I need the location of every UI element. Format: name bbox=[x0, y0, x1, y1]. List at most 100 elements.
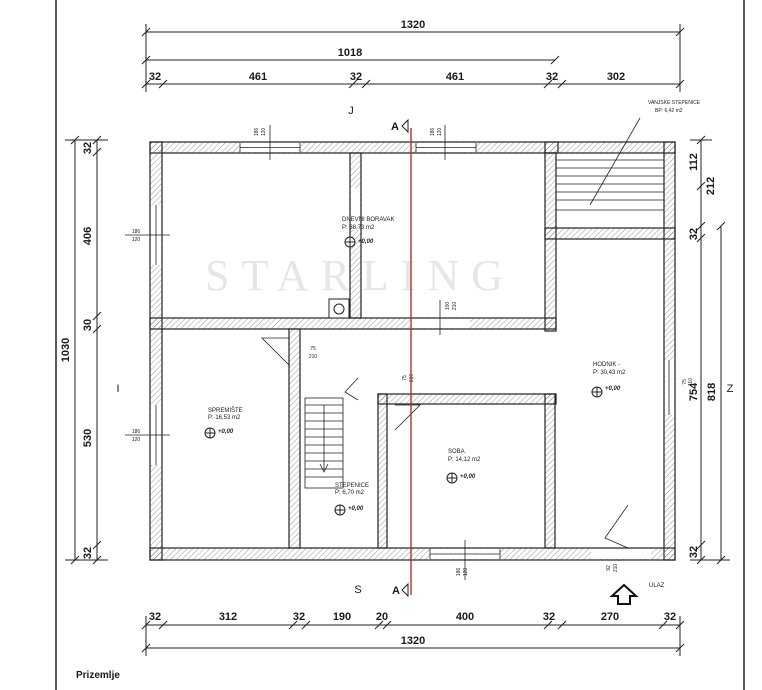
dim-bottom-row-6: 32 bbox=[543, 611, 555, 623]
dim-left-row-1: 406 bbox=[82, 227, 94, 245]
section-arrow-top bbox=[401, 118, 409, 134]
chimney bbox=[328, 298, 350, 319]
wall-outside-stair bbox=[544, 227, 676, 240]
dim-right-row: 112 212 32 754 32 bbox=[688, 153, 717, 558]
room-stepenice-level: +0,00 bbox=[348, 506, 364, 512]
room-stepenice: STEPENICE P: 6,70 m2 +0,00 bbox=[334, 483, 369, 516]
vanjske-name: VANJSKE STEPENICE bbox=[648, 100, 701, 106]
opening-inner-door-a: 100 bbox=[445, 302, 451, 311]
entrance-arrow-icon bbox=[609, 583, 639, 605]
opening-left-upper-b: 120 bbox=[132, 237, 141, 243]
dim-bottom-row-4: 20 bbox=[376, 611, 388, 623]
dim-top-row-0: 32 bbox=[149, 71, 161, 83]
section-mark-bottom: A bbox=[392, 585, 400, 597]
dim-bottom-row-2: 32 bbox=[293, 611, 305, 623]
window-markers bbox=[125, 125, 466, 580]
dim-top-row-1: 461 bbox=[249, 71, 267, 83]
internal-stairs bbox=[304, 397, 344, 489]
room-soba-name: SOBA bbox=[448, 449, 465, 455]
opening-right-window-b: 110 bbox=[688, 378, 694, 386]
wall-soba-left bbox=[377, 393, 388, 549]
room-spremiste-area: P: 16,53 m2 bbox=[208, 415, 241, 421]
room-hodnik-level: +0,00 bbox=[605, 386, 621, 392]
room-spremiste: SPREMIŠTE P: 16,53 m2 +0,00 bbox=[204, 407, 243, 439]
opening-hall-door-a: 75 bbox=[402, 375, 408, 381]
room-hodnik: HODNIK - P: 30,43 m2 +0,00 bbox=[591, 362, 626, 398]
dim-right-row-0: 112 bbox=[688, 153, 700, 171]
dim-bottom-row-3: 190 bbox=[333, 611, 351, 623]
opening-top-left-a: 186 bbox=[254, 128, 260, 137]
dim-right-row-4: 32 bbox=[688, 546, 700, 558]
dim-top-mid: 1018 bbox=[338, 47, 362, 59]
orientation-top: J bbox=[348, 105, 354, 117]
dim-right-row-3: 754 bbox=[688, 382, 700, 401]
room-soba: SOBA P: 14,12 m2 +0,00 bbox=[446, 449, 481, 484]
room-spremiste-level: +0,00 bbox=[218, 429, 234, 435]
opening-stair-door-a: 75 bbox=[310, 346, 316, 352]
room-stepenice-area: P: 6,70 m2 bbox=[335, 490, 365, 496]
opening-top-left-b: 120 bbox=[261, 128, 267, 137]
room-hodnik-name: HODNIK - bbox=[593, 362, 620, 368]
wall-soba-top bbox=[377, 393, 557, 405]
wall-soba-right bbox=[544, 393, 556, 549]
section-mark-top: A bbox=[391, 121, 399, 133]
wall-divider bbox=[149, 317, 557, 330]
room-spremiste-name: SPREMIŠTE bbox=[208, 407, 243, 414]
dim-bottom-row-7: 270 bbox=[601, 611, 619, 623]
wall-storage bbox=[288, 328, 301, 549]
dim-bottom-overall: 1320 bbox=[401, 635, 425, 647]
room-dnevni-name: DNEVNI BORAVAK bbox=[342, 217, 394, 223]
wall-bottom bbox=[149, 547, 676, 561]
wall-right bbox=[663, 141, 676, 561]
wall-top-right bbox=[544, 141, 676, 154]
dim-bottom-row-5: 400 bbox=[456, 611, 474, 623]
wall-left bbox=[149, 141, 163, 561]
opening-entrance-door-b: 210 bbox=[613, 564, 619, 573]
dim-right-row-2: 32 bbox=[688, 228, 700, 240]
opening-labels: 186 120 186 120 186 120 186 120 100 210 … bbox=[132, 128, 694, 577]
opening-inner-door-b: 210 bbox=[452, 302, 458, 311]
dim-left-row-0: 32 bbox=[82, 142, 94, 154]
entrance-label: ULAZ bbox=[649, 583, 665, 589]
opening-bottom-window-b: 120 bbox=[463, 568, 469, 577]
orientation-left: I bbox=[116, 383, 119, 395]
drawing-title: Prizemlje bbox=[76, 670, 120, 681]
dim-bottom-row-1: 312 bbox=[219, 611, 237, 623]
vanjske-area: BP: 6,42 m2 bbox=[655, 108, 683, 114]
walls bbox=[149, 141, 676, 561]
opening-top-right-a: 186 bbox=[430, 128, 436, 137]
opening-bottom-window-a: 186 bbox=[456, 568, 462, 577]
opening-left-lower-a: 186 bbox=[132, 429, 141, 435]
top-dimensions bbox=[141, 24, 685, 92]
bottom-dimensions bbox=[141, 616, 685, 656]
opening-hall-door-b: 210 bbox=[409, 374, 415, 383]
opening-left-upper-a: 186 bbox=[132, 229, 141, 235]
dim-top-row-4: 32 bbox=[546, 71, 558, 83]
dim-top-row-2: 32 bbox=[350, 71, 362, 83]
dim-left-row-2: 30 bbox=[82, 319, 94, 331]
openings-gaps bbox=[151, 143, 674, 559]
dim-right-row-1: 212 bbox=[705, 177, 717, 195]
dim-left-overall: 1030 bbox=[60, 338, 72, 362]
left-dimensions bbox=[65, 135, 108, 565]
orientation-bottom: S bbox=[354, 584, 361, 596]
room-stepenice-name: STEPENICE bbox=[335, 483, 369, 489]
room-hodnik-area: P: 30,43 m2 bbox=[593, 370, 626, 376]
outside-stairs bbox=[556, 117, 664, 211]
room-soba-level: +0,00 bbox=[460, 474, 476, 480]
section-arrow-bottom bbox=[401, 582, 409, 598]
wall-stair-side bbox=[544, 152, 557, 332]
dim-top-row: 32 461 32 461 32 302 bbox=[149, 71, 625, 83]
room-dnevni-area: P: 38,73 m2 bbox=[342, 225, 375, 231]
opening-entrance-door-a: 92 bbox=[606, 565, 612, 571]
orientation-right: Z bbox=[727, 383, 734, 395]
room-dnevni: DNEVNI BORAVAK P: 38,73 m2 +0,00 bbox=[342, 217, 394, 248]
opening-stair-door-b: 210 bbox=[309, 354, 318, 360]
wall-mid-upper bbox=[349, 152, 362, 319]
opening-right-window-a: 75 bbox=[682, 379, 688, 385]
dim-bottom-row: 32 312 32 190 20 400 32 270 32 bbox=[149, 611, 676, 623]
dim-left-row-4: 32 bbox=[82, 547, 94, 559]
dim-top-row-3: 461 bbox=[446, 71, 464, 83]
dim-top-row-5: 302 bbox=[607, 71, 625, 83]
